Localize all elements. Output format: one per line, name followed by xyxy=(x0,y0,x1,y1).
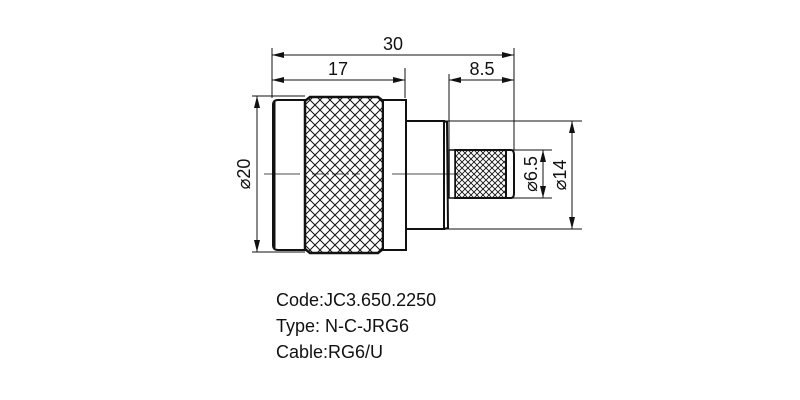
spec-cable: Cable:RG6/U xyxy=(276,342,384,362)
dim-body-diameter: ⌀20 xyxy=(234,159,254,190)
knurled-nut xyxy=(303,95,385,255)
spec-code: Code:JC3.650.2250 xyxy=(276,290,437,310)
dim-knurl-length: 17 xyxy=(328,59,348,79)
spec-type: Type: N-C-JRG6 xyxy=(276,316,410,336)
dim-overall-length: 30 xyxy=(383,34,403,54)
connector-body xyxy=(272,95,515,255)
crimp-ferrule xyxy=(454,149,507,199)
dim-ferrule-length: 8.5 xyxy=(469,59,494,79)
dimension-lines xyxy=(254,52,575,252)
dim-ferrule-diameter: ⌀6.5 xyxy=(521,156,541,192)
extension-lines xyxy=(252,48,582,253)
dim-rear-diameter: ⌀14 xyxy=(550,160,570,191)
